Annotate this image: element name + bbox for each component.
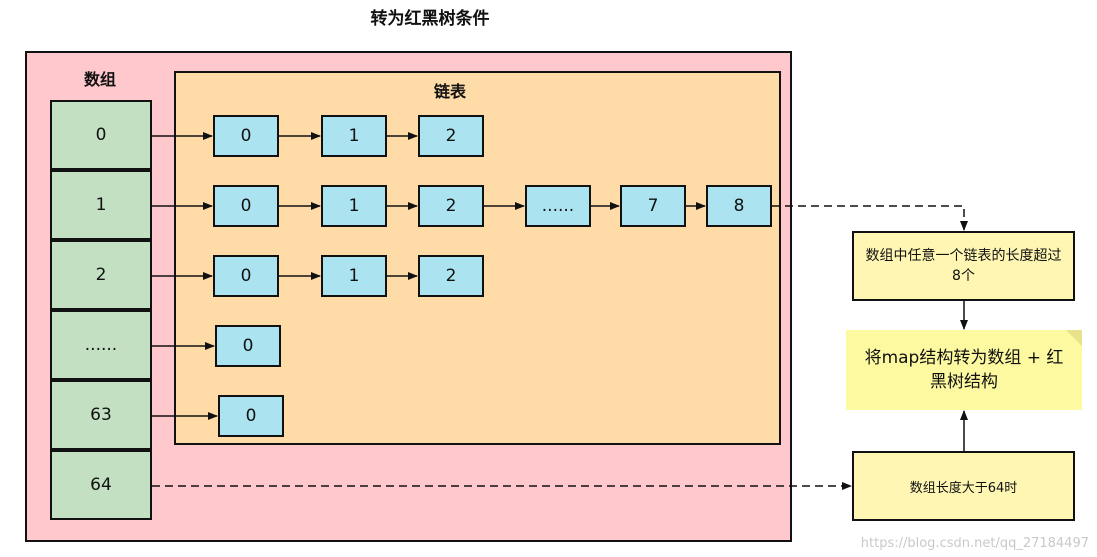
array-cell: 2	[50, 240, 152, 310]
diagram-title: 转为红黑树条件	[370, 9, 490, 29]
array-cell: 1	[50, 170, 152, 240]
list-node: 1	[321, 185, 387, 227]
watermark: https://blog.csdn.net/qq_27184497	[860, 536, 1089, 551]
array-cell: ......	[50, 310, 152, 380]
condition-list-length-box: 数组中任意一个链表的长度超过8个	[852, 231, 1075, 301]
list-node: ......	[525, 185, 591, 227]
list-node: 8	[706, 185, 772, 227]
list-node: 0	[213, 255, 279, 297]
list-node: 2	[418, 115, 484, 157]
linked-list-label: 链表	[433, 82, 466, 101]
array-label: 数组	[83, 70, 116, 89]
list-node: 7	[620, 185, 686, 227]
note-fold	[1066, 330, 1082, 346]
list-node: 0	[213, 185, 279, 227]
condition-array-length-box: 数组长度大于64时	[852, 451, 1075, 521]
array-cell: 0	[50, 100, 152, 170]
list-node: 1	[321, 255, 387, 297]
array-cell: 64	[50, 450, 152, 520]
result-note: 将map结构转为数组 + 红黑树结构	[846, 330, 1082, 410]
list-node: 2	[418, 185, 484, 227]
list-node: 0	[218, 395, 284, 437]
list-node: 0	[213, 115, 279, 157]
list-node: 1	[321, 115, 387, 157]
list-node: 2	[418, 255, 484, 297]
list-node: 0	[215, 325, 281, 367]
array-cell: 63	[50, 380, 152, 450]
